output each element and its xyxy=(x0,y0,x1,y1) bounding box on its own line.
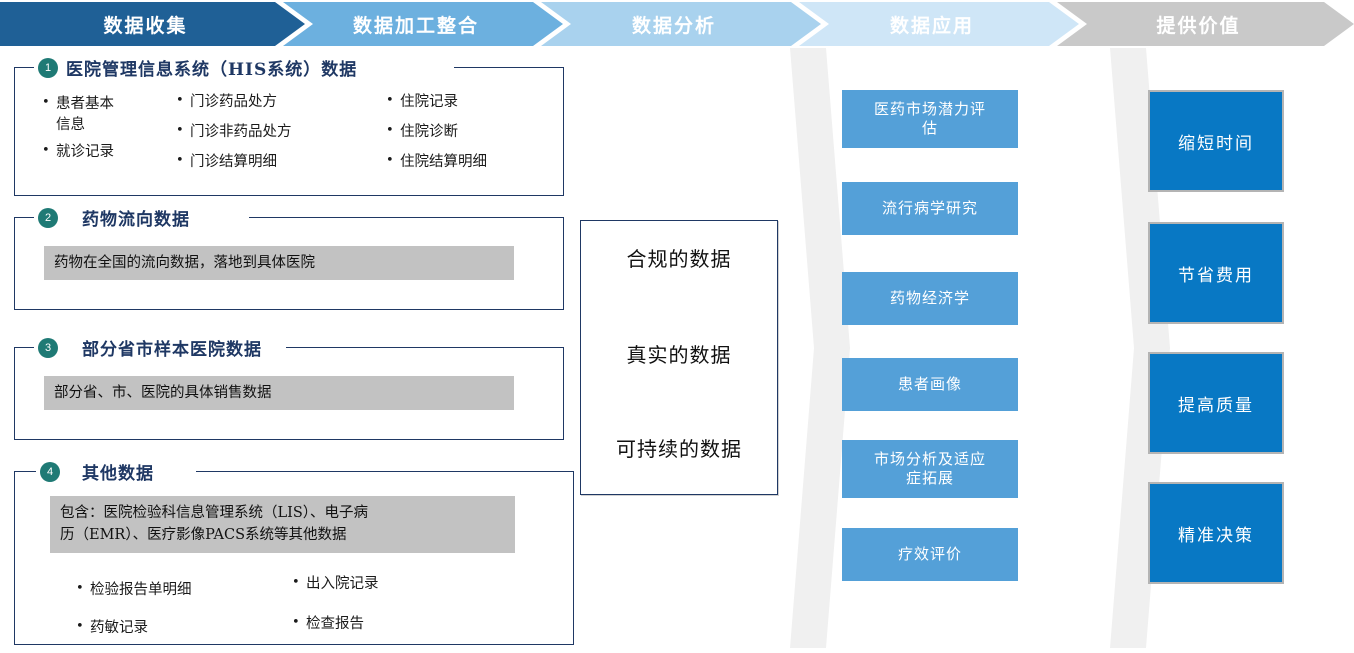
list-item[interactable]: • 门诊药品处方 xyxy=(176,92,277,113)
bullet-dot: • xyxy=(76,619,84,634)
processing-item[interactable]: 合规的数据 xyxy=(626,247,732,271)
list-item-label: 出入院记录 xyxy=(306,576,379,592)
group-body: 包含：医院检验科信息管理系统（LIS）、电子病 历（EMR）、医疗影像PACS系… xyxy=(14,488,574,645)
list-item[interactable]: • 就诊记录 xyxy=(42,142,172,163)
application-box-market-potential[interactable]: 医药市场潜力评 估 xyxy=(842,90,1018,148)
group-number-badge: 4 xyxy=(40,461,60,482)
data-group-other: 4 其他数据 包含：医院检验科信息管理系统（LIS）、电子病 历（EMR）、医疗… xyxy=(14,459,574,645)
group-number-badge: 3 xyxy=(38,337,58,358)
stage-chevron-3[interactable]: 数据分析 xyxy=(541,2,821,46)
bullet-dot: • xyxy=(176,123,184,138)
stage-chevron-2[interactable]: 数据加工整合 xyxy=(283,2,563,46)
value-box-improve-quality[interactable]: 提高质量 xyxy=(1148,352,1284,454)
stage-label-2: 数据加工整合 xyxy=(352,14,479,37)
list-item[interactable]: • 患者基本 信息 xyxy=(42,94,172,136)
group-number-badge: 2 xyxy=(38,207,58,228)
group-title-text: 药物流向数据 xyxy=(82,210,190,230)
stage-label-1: 数据收集 xyxy=(103,14,188,37)
bullet-dot: • xyxy=(42,143,50,158)
list-item[interactable]: • 住院诊断 xyxy=(386,122,458,143)
group-body: 部分省、市、医院的具体销售数据 xyxy=(14,364,564,440)
list-item[interactable]: • 药敏记录 xyxy=(76,618,148,639)
stage-label-3: 数据分析 xyxy=(631,14,716,37)
group-title-notch xyxy=(34,58,454,78)
group-body: • 患者基本 信息 • 就诊记录 • 门诊药品处方 • 门诊非药品处方 • 门诊… xyxy=(14,84,564,196)
stage-label-5: 提供价值 xyxy=(1156,14,1241,37)
bullet-dot: • xyxy=(176,93,184,108)
list-item-label: 检查报告 xyxy=(306,616,364,632)
processing-principles-box: 合规的数据 真实的数据 可持续的数据 xyxy=(580,220,778,495)
group-description: 部分省、市、医院的具体销售数据 xyxy=(44,376,514,411)
data-group-sample-hospitals: 3 部分省市样本医院数据 部分省、市、医院的具体销售数据 xyxy=(14,335,564,440)
group-title-notch xyxy=(36,462,196,482)
group-title-text: 其他数据 xyxy=(82,464,154,484)
bullet-dot: • xyxy=(42,95,50,110)
list-item-label: 住院记录 xyxy=(400,94,458,110)
stage-chevron-5[interactable]: 提供价值 xyxy=(1057,2,1354,46)
list-item-label: 药敏记录 xyxy=(90,620,148,636)
list-item[interactable]: • 检验报告单明细 xyxy=(76,580,192,601)
group-number-badge: 1 xyxy=(38,57,58,78)
group-description: 包含：医院检验科信息管理系统（LIS）、电子病 历（EMR）、医疗影像PACS系… xyxy=(50,496,515,553)
application-box-market-analysis[interactable]: 市场分析及适应 症拓展 xyxy=(842,440,1018,498)
list-item[interactable]: • 出入院记录 xyxy=(292,574,379,595)
list-item-label: 住院诊断 xyxy=(400,124,458,140)
list-item-label: 门诊结算明细 xyxy=(190,154,277,170)
value-box-save-time[interactable]: 缩短时间 xyxy=(1148,90,1284,192)
list-item-label: 检验报告单明细 xyxy=(90,582,192,598)
group-title-text: 部分省市样本医院数据 xyxy=(82,340,262,360)
group-title-2: 2 药物流向数据 xyxy=(38,205,190,230)
group-description: 药物在全国的流向数据，落地到具体医院 xyxy=(44,246,514,281)
list-item[interactable]: • 门诊非药品处方 xyxy=(176,122,292,143)
group-frame xyxy=(14,471,574,645)
stage-chevron-4[interactable]: 数据应用 xyxy=(799,2,1079,46)
group-title-notch xyxy=(34,208,249,228)
list-item[interactable]: • 住院记录 xyxy=(386,92,458,113)
group-title-notch xyxy=(34,338,286,358)
value-box-save-cost[interactable]: 节省费用 xyxy=(1148,222,1284,324)
application-box-epidemiology[interactable]: 流行病学研究 xyxy=(842,182,1018,235)
list-item-label: 就诊记录 xyxy=(56,144,114,160)
group-title-1: 1 医院管理信息系统（HIS系统）数据 xyxy=(38,55,357,80)
bullet-dot: • xyxy=(292,615,300,630)
list-item-label: 患者基本 信息 xyxy=(56,96,114,134)
bullet-dot: • xyxy=(386,123,394,138)
processing-item[interactable]: 可持续的数据 xyxy=(616,437,742,461)
bullet-dot: • xyxy=(176,153,184,168)
list-item[interactable]: • 门诊结算明细 xyxy=(176,152,277,173)
group-body: 药物在全国的流向数据，落地到具体医院 xyxy=(14,234,564,310)
group-frame xyxy=(14,217,564,310)
list-item-label: 住院结算明细 xyxy=(400,154,487,170)
process-ribbon: 数据收集 数据加工整合 数据分析 数据应用 提供价值 xyxy=(0,2,1354,46)
list-item-label: 门诊药品处方 xyxy=(190,94,277,110)
application-box-efficacy-evaluation[interactable]: 疗效评价 xyxy=(842,528,1018,581)
bullet-dot: • xyxy=(386,93,394,108)
data-group-his: 1 医院管理信息系统（HIS系统）数据 • 患者基本 信息 • 就诊记录 • 门… xyxy=(14,55,564,196)
application-box-pharmacoeconomics[interactable]: 药物经济学 xyxy=(842,272,1018,325)
list-item[interactable]: • 住院结算明细 xyxy=(386,152,487,173)
stage-chevron-1[interactable]: 数据收集 xyxy=(0,2,305,46)
bullet-dot: • xyxy=(76,581,84,596)
bullet-dot: • xyxy=(386,153,394,168)
group-title-text: 医院管理信息系统（HIS系统）数据 xyxy=(66,60,358,80)
list-item[interactable]: • 检查报告 xyxy=(292,614,364,635)
group-frame xyxy=(14,347,564,440)
flow-arrow-1 xyxy=(790,48,850,648)
processing-item[interactable]: 真实的数据 xyxy=(626,343,732,367)
stage-label-4: 数据应用 xyxy=(889,14,974,37)
list-item-label: 门诊非药品处方 xyxy=(190,124,292,140)
data-group-drug-flow: 2 药物流向数据 药物在全国的流向数据，落地到具体医院 xyxy=(14,205,564,310)
bullet-dot: • xyxy=(292,575,300,590)
group-title-4: 4 其他数据 xyxy=(40,459,154,484)
group-title-3: 3 部分省市样本医院数据 xyxy=(38,335,262,360)
application-box-patient-profile[interactable]: 患者画像 xyxy=(842,358,1018,411)
value-box-precise-decision[interactable]: 精准决策 xyxy=(1148,482,1284,584)
